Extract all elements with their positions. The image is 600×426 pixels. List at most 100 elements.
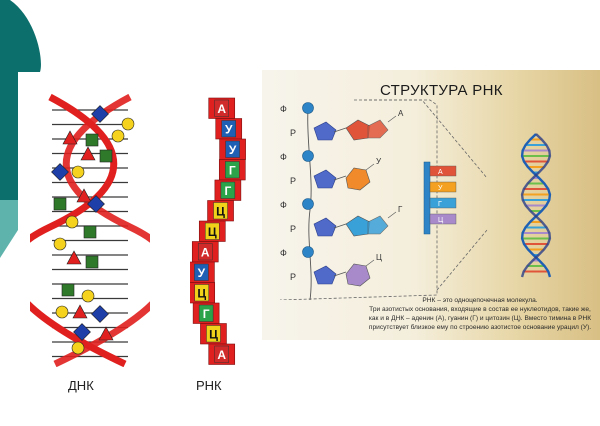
- ladder-base: [429, 213, 457, 225]
- dna-nucleotide-block: [85, 255, 99, 269]
- phosphate-circle: [302, 150, 314, 162]
- phosphate-circle: [302, 198, 314, 210]
- phosphate-label: Ф: [280, 104, 287, 114]
- phosphate-label: Ф: [280, 248, 287, 258]
- rna-base-letter: Ц: [197, 286, 206, 300]
- dna-nucleotide-circle: [121, 117, 135, 131]
- poster-caption-line: Три азотистых основания, входящие в сост…: [369, 306, 591, 313]
- ribose-label: Р: [290, 224, 296, 234]
- rna-base-letter: А: [217, 348, 226, 362]
- ribose-label: Р: [290, 176, 296, 186]
- dna-nucleotide-block: [87, 195, 105, 213]
- rna-base-block: [198, 243, 213, 261]
- dna-nucleotide-block: [91, 305, 109, 323]
- rna-base-block: [220, 181, 236, 199]
- glycosidic-bond: [333, 175, 347, 181]
- rna-base-block: [206, 325, 221, 343]
- rna-base-block: [214, 345, 229, 363]
- ladder-base-label: А: [438, 169, 443, 176]
- rna-caption: РНК: [196, 378, 222, 393]
- dna-nucleotide-circle: [65, 215, 79, 229]
- mini-helix-strand: [520, 133, 552, 278]
- dna-nucleotide-block: [99, 149, 113, 163]
- dna-nucleotide-block: [83, 225, 97, 239]
- base-label: Ц: [376, 253, 382, 262]
- dna-nucleotide-block: [53, 197, 67, 211]
- rna-base-letter: Г: [229, 163, 236, 177]
- glycosidic-bond: [333, 271, 347, 277]
- ladder-base-label: Ц: [438, 217, 444, 224]
- nitrogenous-base-ring: [367, 215, 389, 235]
- ribose-label: Р: [290, 272, 296, 282]
- rna-base-letter: А: [201, 245, 210, 259]
- poster-title: СТРУКТУРА РНК: [380, 82, 503, 99]
- base-label-leader: [365, 163, 375, 171]
- dna-nucleotide-triangle: [66, 250, 82, 265]
- ribose-label: Р: [290, 128, 296, 138]
- ribose-pentagon: [313, 265, 337, 285]
- dna-nucleotide-block: [61, 283, 75, 297]
- rna-base-block: [205, 222, 220, 240]
- ladder-base: [429, 165, 457, 177]
- dna-nucleotide-triangle: [72, 304, 88, 319]
- dna-nucleotide-block: [85, 133, 99, 147]
- ladder-base-label: Г: [438, 201, 442, 208]
- rna-base-block: [198, 304, 214, 322]
- base-label-leader: [387, 211, 397, 219]
- glycosidic-bond: [333, 127, 347, 133]
- rna-base-letter: А: [217, 102, 226, 116]
- dna-nucleotide-circle: [53, 237, 67, 251]
- nitrogenous-base-ring: [345, 167, 371, 191]
- dna-nucleotide-block: [73, 323, 91, 341]
- ladder-backbone: [423, 161, 431, 235]
- phosphate-label: Ф: [280, 200, 287, 210]
- base-label-leader: [387, 115, 397, 123]
- rna-base-block: [225, 140, 240, 158]
- ribose-pentagon: [313, 169, 337, 189]
- mini-helix-strand: [520, 133, 552, 278]
- dna-nucleotide-triangle: [98, 326, 114, 341]
- ladder-base-label: У: [438, 185, 443, 192]
- rna-base-letter: У: [229, 143, 237, 157]
- dna-nucleotide-circle: [55, 305, 69, 319]
- ribose-pentagon: [313, 217, 337, 237]
- nitrogenous-base-ring: [345, 263, 371, 287]
- rna-base-letter: У: [225, 122, 233, 136]
- rna-base-letter: Г: [224, 184, 231, 198]
- ribose-pentagon: [313, 121, 337, 141]
- dna-nucleotide-block: [51, 163, 69, 181]
- ladder-base: [429, 181, 457, 193]
- poster-caption-line: присутствует близкое ему по строению азо…: [368, 324, 592, 331]
- nitrogenous-base-ring: [367, 119, 389, 139]
- base-label: Г: [398, 205, 403, 214]
- base-label: А: [398, 109, 404, 118]
- rna-base-block: [225, 161, 240, 179]
- ladder-base: [429, 197, 457, 209]
- rna-base-letter: У: [198, 266, 206, 280]
- dna-nucleotide-circle: [111, 129, 125, 143]
- nitrogenous-base-ring: [345, 215, 371, 237]
- dna-nucleotide-block: [91, 105, 109, 123]
- dna-nucleotide-circle: [71, 341, 85, 355]
- rna-base-block: [194, 263, 209, 281]
- dna-nucleotide-triangle: [76, 188, 92, 203]
- base-label-leader: [365, 259, 375, 267]
- rna-base-letter: Г: [203, 307, 210, 321]
- rna-base-letter: Ц: [209, 327, 218, 341]
- rna-base-letter: Ц: [208, 225, 217, 239]
- dna-nucleotide-triangle: [62, 130, 78, 145]
- phosphate-circle: [302, 102, 314, 114]
- poster-caption: РНК – это одноцепочечная молекула. Три а…: [360, 296, 600, 332]
- phosphate-circle: [302, 246, 314, 258]
- dna-double-helix-illustration: [30, 93, 150, 367]
- dna-nucleotide-circle: [71, 165, 85, 179]
- dna-nucleotide-circle: [81, 289, 95, 303]
- poster-caption-line: РНК – это одноцепочечная молекула.: [422, 297, 538, 304]
- decorative-teal-corner: [0, 0, 41, 258]
- nitrogenous-base-ring: [345, 119, 371, 141]
- dna-nucleotide-triangle: [80, 146, 96, 161]
- rna-base-block: [214, 99, 229, 117]
- rna-base-block: [194, 284, 209, 302]
